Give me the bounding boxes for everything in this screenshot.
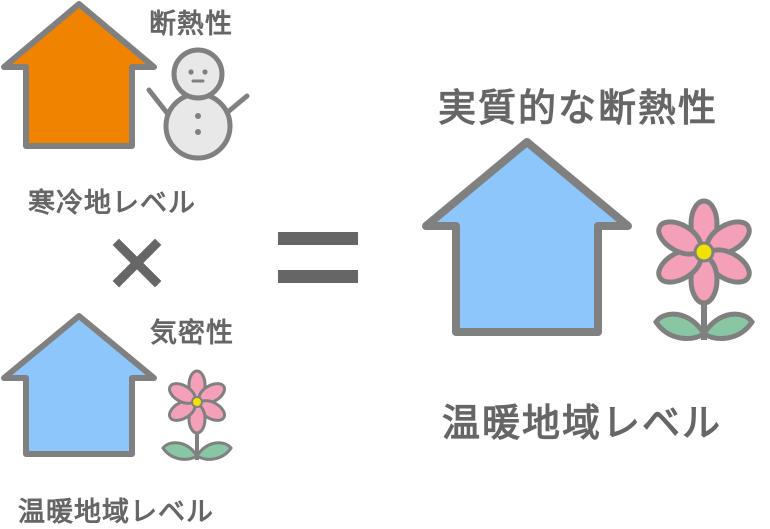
warm-region-caption-small: 温暖地域レベル	[18, 497, 214, 528]
warm-region-caption-large: 温暖地域レベル	[442, 401, 723, 445]
orange-house-icon	[1, 1, 157, 149]
small-blue-house-icon	[1, 313, 157, 457]
airtightness-tag: 気密性	[150, 318, 234, 349]
effective-insulation-title: 実質的な断熱性	[438, 86, 719, 130]
small-flower-icon	[161, 369, 233, 461]
equals-icon	[278, 232, 358, 283]
large-blue-house-icon	[422, 138, 632, 336]
large-flower-icon	[652, 198, 756, 341]
cold-region-caption: 寒冷地レベル	[28, 188, 196, 219]
multiply-icon	[112, 238, 162, 288]
insulation-tag: 断熱性	[149, 9, 233, 40]
snowman-icon	[146, 47, 250, 161]
